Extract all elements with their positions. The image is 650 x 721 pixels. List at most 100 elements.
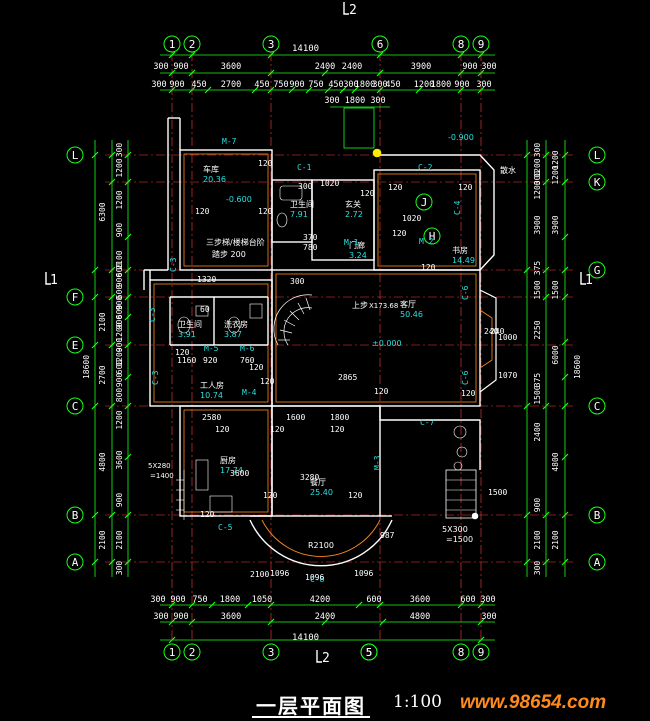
left-dim2: 1200 bbox=[115, 347, 124, 366]
window-tag: C-8 bbox=[310, 575, 325, 584]
axis-top-3: 3 bbox=[262, 35, 280, 53]
right-dim2: 1500 bbox=[533, 280, 542, 299]
door-tag: M-5 bbox=[204, 344, 219, 353]
room-area: 14.49 bbox=[452, 256, 475, 265]
top-dim2: 300 bbox=[476, 80, 491, 90]
right-dim2: 375 bbox=[533, 261, 542, 276]
door-tag: M-6 bbox=[240, 344, 255, 353]
left-dim2: 1200 bbox=[115, 190, 124, 209]
window-tag: C-1 bbox=[297, 163, 312, 172]
axis-right-A: A bbox=[588, 553, 606, 571]
up-dim: X173.68 bbox=[369, 302, 398, 310]
room-name: 餐厅 bbox=[310, 478, 326, 487]
small-dim: 120 bbox=[421, 263, 436, 272]
room-area: 7.91 bbox=[290, 210, 308, 219]
stair-dim: 5X280 bbox=[148, 462, 171, 470]
small-dim: 1096 bbox=[354, 569, 373, 578]
radius-note: R2100 bbox=[308, 541, 334, 550]
small-dim: 2865 bbox=[338, 373, 357, 382]
axis-left-L-label: L bbox=[72, 149, 79, 162]
bottom-dim: 300 bbox=[150, 595, 165, 605]
right-dim2: 900 bbox=[533, 498, 542, 513]
level-garage: -0.600 bbox=[226, 195, 252, 204]
stair-note: 三步梯/楼梯台阶 bbox=[206, 237, 265, 247]
axis-right-G: G bbox=[588, 261, 606, 279]
small-dim: 760 bbox=[240, 356, 255, 365]
right-dim2: 1200 bbox=[533, 158, 542, 177]
small-dim: 120 bbox=[175, 348, 190, 357]
room-name: 洗衣房 bbox=[224, 319, 248, 329]
window-tag: C-3 bbox=[148, 307, 157, 322]
bottom-dim: 600 bbox=[366, 595, 381, 605]
window-tag: C-3 bbox=[169, 257, 178, 272]
door-tag: M-4 bbox=[242, 388, 257, 397]
left-dim2: 600 bbox=[115, 360, 124, 375]
axis-right-C-label: C bbox=[594, 400, 601, 413]
top-dim2: 900 bbox=[454, 80, 469, 90]
top-dim2: 900 bbox=[289, 80, 304, 90]
small-dim: 1070 bbox=[498, 371, 517, 380]
bottom-dim2: 2400 bbox=[315, 612, 335, 622]
axis-right-C: C bbox=[588, 397, 606, 415]
left-dim2: 900 bbox=[115, 223, 124, 238]
right-dim2: 300 bbox=[533, 561, 542, 576]
small-dim: 1000 bbox=[498, 333, 517, 342]
bottom-dim: 750 bbox=[192, 595, 207, 605]
drawing-title: 一层平面图 bbox=[256, 694, 366, 718]
window-tag: C-5 bbox=[218, 523, 233, 532]
left-dim2: 900 bbox=[115, 493, 124, 508]
right-dim: 4800 bbox=[551, 452, 560, 471]
small-dim: 1600 bbox=[286, 413, 305, 422]
right-dim2: 2100 bbox=[533, 530, 542, 549]
small-dim: 1800 bbox=[330, 413, 349, 422]
room-area: 2.72 bbox=[345, 210, 363, 219]
bottom-dim: 1050 bbox=[252, 595, 272, 605]
axis-top-2: 2 bbox=[183, 35, 201, 53]
section-mark-left: 1 bbox=[50, 273, 58, 288]
small-dim: 120 bbox=[392, 229, 407, 238]
room-area: 20.36 bbox=[203, 175, 226, 184]
bottom-dim: 3600 bbox=[410, 595, 430, 605]
bottom-dim2: 300 bbox=[153, 612, 168, 622]
axis-left-C-label: C bbox=[72, 400, 79, 413]
top-dim3: 300 bbox=[324, 96, 339, 106]
left-dim2: 900 bbox=[115, 296, 124, 311]
bottom-dim2: 4800 bbox=[410, 612, 430, 622]
left-dim: 2100 bbox=[98, 530, 107, 549]
level-porch: -0.900 bbox=[448, 133, 474, 142]
left-dim: 2700 bbox=[98, 365, 107, 384]
right-dim: 1200 bbox=[551, 165, 560, 184]
axis-bottom-3: 3 bbox=[262, 643, 280, 661]
top-dim: 900 bbox=[173, 62, 188, 72]
window-tag: C-4 bbox=[453, 200, 462, 215]
top-dim2: 750 bbox=[273, 80, 288, 90]
room-name: 车库 bbox=[203, 164, 219, 174]
top-dim2: 450 bbox=[385, 80, 400, 90]
section-mark-right: 1 bbox=[585, 273, 593, 288]
small-dim: 1020 bbox=[320, 179, 339, 188]
axis-top-6-label: 6 bbox=[377, 38, 384, 51]
fixtures bbox=[177, 148, 479, 520]
axis-bottom-1-label: 1 bbox=[169, 646, 176, 659]
room-area: 3.87 bbox=[224, 330, 242, 339]
top-dim2: 450 bbox=[191, 80, 206, 90]
right-dim: 3900 bbox=[551, 215, 560, 234]
axis-bottom-9-label: 9 bbox=[478, 646, 485, 659]
small-dim: 3280 bbox=[300, 473, 319, 482]
door-tag: M-3 bbox=[373, 455, 382, 470]
left-dim: 6300 bbox=[98, 202, 107, 221]
right-dim: 6000 bbox=[551, 345, 560, 364]
axis-right-L: L bbox=[588, 146, 606, 164]
axis-left-C: C bbox=[66, 397, 84, 415]
window-tag: C-6 bbox=[461, 370, 470, 385]
room-name: 卫生间 bbox=[178, 319, 202, 329]
small-dim: 120 bbox=[260, 377, 275, 386]
right-dim2: 300 bbox=[533, 171, 542, 186]
top-dim2: 900 bbox=[169, 80, 184, 90]
axis-right-K: K bbox=[588, 173, 606, 191]
axis-right-A-label: A bbox=[594, 556, 601, 569]
left-dim2: 900 bbox=[115, 338, 124, 353]
left-dim2: 600 bbox=[115, 305, 124, 320]
